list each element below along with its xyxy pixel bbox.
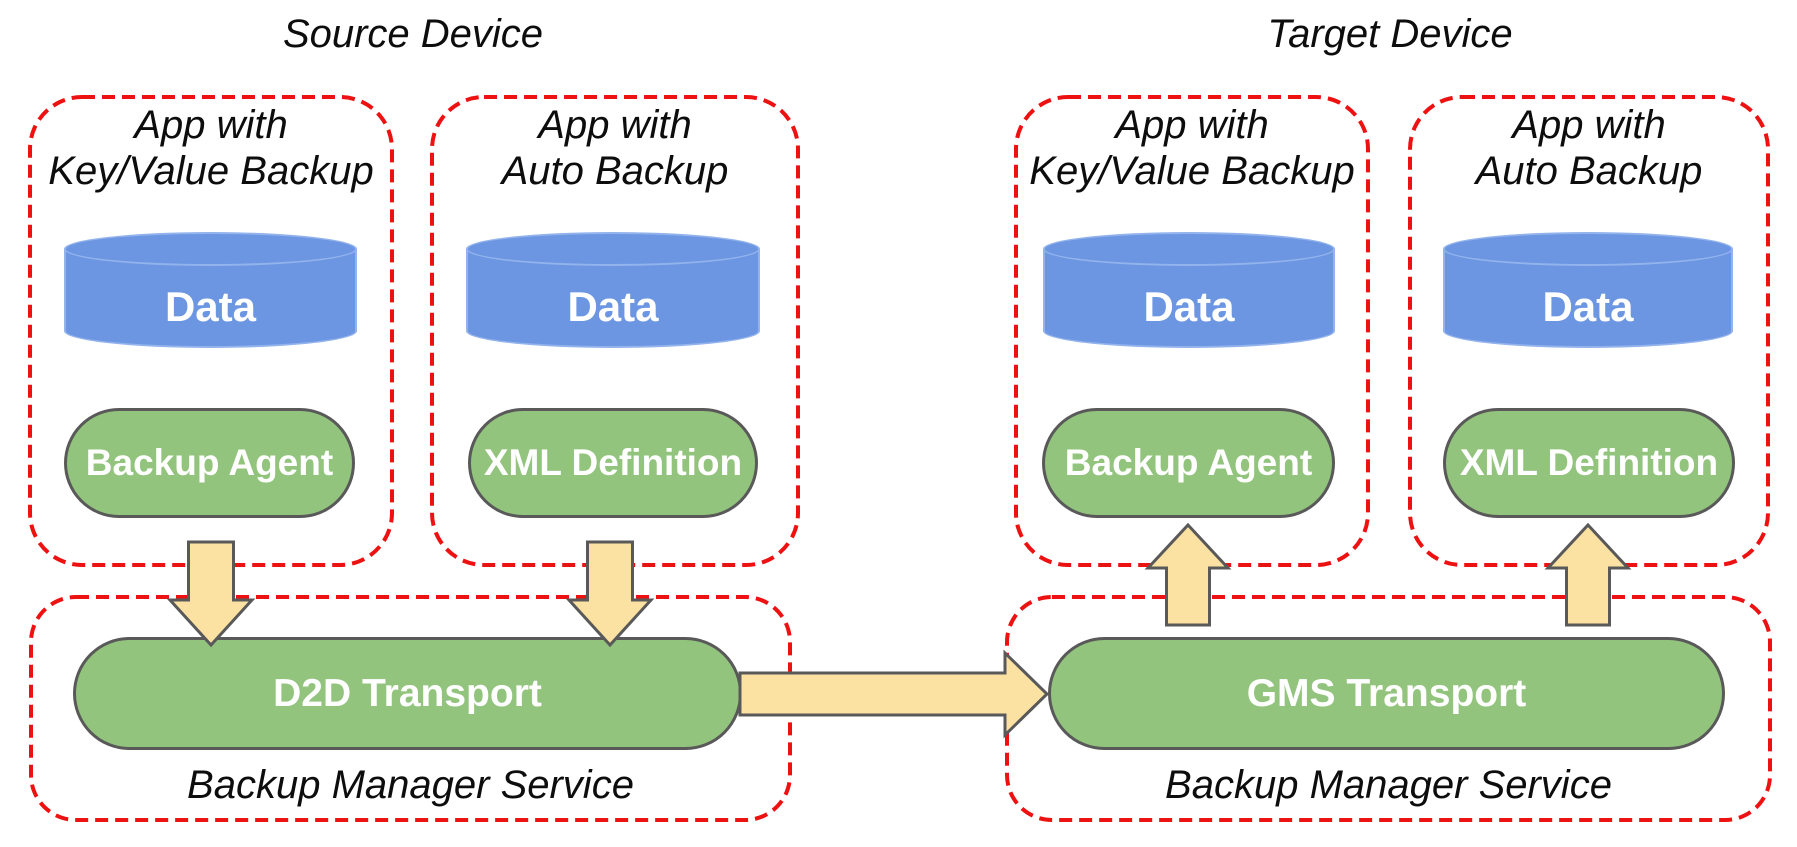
data-cylinder-source-auto: Data [466,232,760,348]
cylinder-top-ellipse [1443,232,1733,266]
data-label: Data [164,283,257,330]
cylinder-top-ellipse [1043,232,1335,266]
app-title-line1: App with [1115,103,1269,147]
device-title-target: Target Device [1267,12,1513,56]
app-title-line2: Key/Value Backup [1029,149,1355,193]
data-cylinder-source-keyvalue: Data [64,232,357,348]
app-title-line2: Auto Backup [501,149,729,193]
down-arrow-backup-agent-to-d2d [166,540,256,648]
backup-agent-pill-source: Backup Agent [64,408,355,518]
service-label-target: Backup Manager Service [1165,763,1612,807]
app-title-target-auto: App with Auto Backup [1410,102,1768,194]
down-arrow-xml-definition-to-d2d [565,540,655,648]
up-arrow-gms-to-xml-definition [1544,522,1632,627]
app-title-target-keyvalue: App with Key/Value Backup [1016,102,1368,194]
xml-definition-pill-source: XML Definition [468,408,758,518]
data-label: Data [1542,283,1634,330]
app-title-line1: App with [134,103,288,147]
app-title-line2: Key/Value Backup [48,149,374,193]
up-arrow-gms-to-backup-agent [1144,522,1232,627]
app-title-line1: App with [538,103,692,147]
data-cylinder-target-keyvalue: Data [1043,232,1335,348]
app-title-source-auto: App with Auto Backup [432,102,798,194]
backup-agent-pill-target: Backup Agent [1042,408,1335,518]
device-title-source: Source Device [282,12,544,56]
cylinder-top-ellipse [64,232,357,266]
app-title-source-keyvalue: App with Key/Value Backup [30,102,392,194]
xml-definition-pill-target: XML Definition [1443,408,1735,518]
service-label-source: Backup Manager Service [187,763,634,807]
data-cylinder-target-auto: Data [1443,232,1733,348]
data-label: Data [1143,283,1235,330]
app-title-line2: Auto Backup [1475,149,1703,193]
cylinder-top-ellipse [466,232,760,266]
data-label: Data [567,283,659,330]
d2d-transport-pill: D2D Transport [73,637,742,750]
gms-transport-pill: GMS Transport [1048,637,1725,750]
right-arrow-d2d-to-gms [738,649,1050,739]
app-title-line1: App with [1512,103,1666,147]
